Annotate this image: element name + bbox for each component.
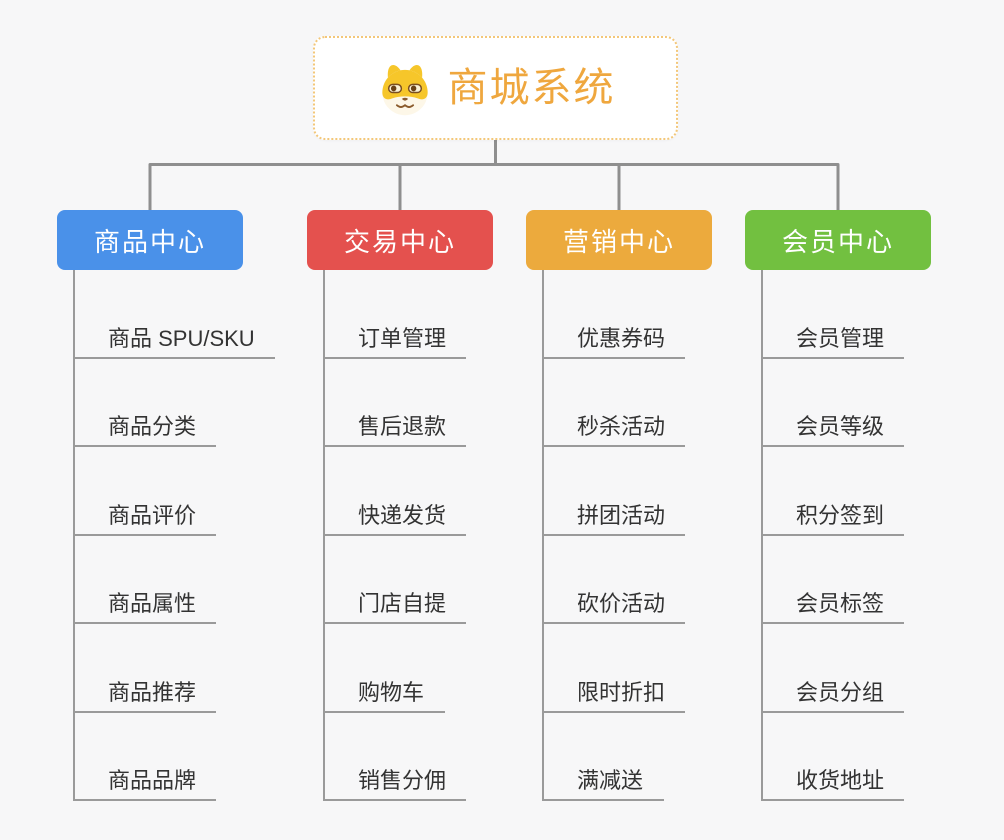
leaf-node[interactable]: 满减送 — [544, 713, 664, 801]
branch-column-trade-center: 交易中心 订单管理售后退款快递发货门店自提购物车销售分佣 — [307, 210, 507, 801]
branch-column-marketing-center: 营销中心 优惠券码秒杀活动拼团活动砍价活动限时折扣满减送 — [526, 210, 726, 801]
bus-line — [148, 163, 840, 210]
root-node[interactable]: 商城系统 — [313, 36, 678, 140]
leaf-node[interactable]: 购物车 — [325, 624, 445, 713]
leaf-node[interactable]: 积分签到 — [763, 447, 905, 536]
leaf-node[interactable]: 拼团活动 — [544, 447, 686, 536]
branch-label: 商品中心 — [93, 226, 206, 257]
branch-label: 会员中心 — [781, 226, 894, 257]
leaf-node[interactable]: 商品属性 — [75, 536, 217, 624]
branch-node-member-center[interactable]: 会员中心 — [745, 210, 931, 270]
leaf-node[interactable]: 会员等级 — [763, 359, 905, 447]
branch-node-trade-center[interactable]: 交易中心 — [307, 210, 493, 270]
leaf-node[interactable]: 销售分佣 — [325, 713, 467, 801]
leaf-node[interactable]: 订单管理 — [325, 270, 467, 359]
branch-children: 订单管理售后退款快递发货门店自提购物车销售分佣 — [323, 270, 507, 801]
shiba-dog-icon — [376, 59, 434, 117]
leaf-node[interactable]: 会员管理 — [763, 270, 905, 359]
branch-label: 营销中心 — [562, 226, 675, 257]
leaf-node[interactable]: 限时折扣 — [544, 624, 686, 713]
leaf-node[interactable]: 商品评价 — [75, 447, 217, 536]
branch-column-member-center: 会员中心 会员管理会员等级积分签到会员标签会员分组收货地址 — [745, 210, 945, 801]
branch-node-product-center[interactable]: 商品中心 — [57, 210, 243, 270]
leaf-node[interactable]: 商品分类 — [75, 359, 217, 447]
leaf-node[interactable]: 会员分组 — [763, 624, 905, 713]
leaf-node[interactable]: 商品推荐 — [75, 624, 217, 713]
leaf-node[interactable]: 会员标签 — [763, 536, 905, 624]
leaf-node[interactable]: 优惠券码 — [544, 270, 686, 359]
leaf-node[interactable]: 收货地址 — [763, 713, 905, 801]
leaf-node[interactable]: 砍价活动 — [544, 536, 686, 624]
branch-label: 交易中心 — [343, 226, 456, 257]
leaf-node[interactable]: 秒杀活动 — [544, 359, 686, 447]
leaf-node[interactable]: 门店自提 — [325, 536, 467, 624]
leaf-node[interactable]: 商品 SPU/SKU — [75, 270, 275, 359]
leaf-node[interactable]: 快递发货 — [325, 447, 467, 536]
root-title: 商城系统 — [447, 66, 616, 110]
leaf-node[interactable]: 商品品牌 — [75, 713, 217, 801]
leaf-node[interactable]: 售后退款 — [325, 359, 467, 447]
branch-node-marketing-center[interactable]: 营销中心 — [526, 210, 712, 270]
branch-children: 会员管理会员等级积分签到会员标签会员分组收货地址 — [761, 270, 945, 801]
branch-children: 优惠券码秒杀活动拼团活动砍价活动限时折扣满减送 — [542, 270, 726, 801]
